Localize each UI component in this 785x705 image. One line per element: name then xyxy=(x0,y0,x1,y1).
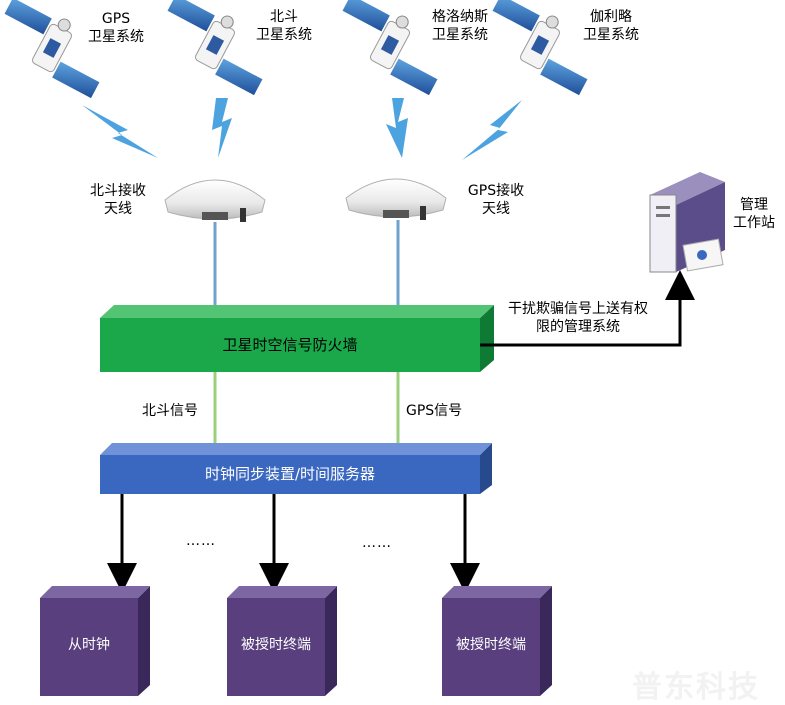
antenna-label-beidou-line1: 北斗接收 xyxy=(90,183,146,199)
watermark-logo: 普东科技 xyxy=(632,670,760,705)
terminal-box-3 xyxy=(442,586,552,696)
signal-label-beidou: 北斗信号 xyxy=(142,403,198,419)
satellite-label-beidou-line1: 北斗 xyxy=(270,9,298,25)
workstation-icon xyxy=(649,172,725,273)
firewall-label: 卫星时空信号防火墙 xyxy=(222,336,358,354)
satellite-label-gps-line2: 卫星系统 xyxy=(88,29,144,45)
signal-label-gps: GPS信号 xyxy=(406,403,463,419)
report-arrow xyxy=(480,270,695,347)
satellite-label-glonass-line2: 卫星系统 xyxy=(432,27,488,43)
report-note-line1: 干扰欺骗信号上送有权 xyxy=(508,301,648,317)
antenna-label-beidou-line2: 天线 xyxy=(104,201,132,217)
antenna-label-gps-line1: GPS接收 xyxy=(467,183,525,199)
terminal-box-1 xyxy=(40,586,150,696)
satellite-label-glonass-line1: 格洛纳斯 xyxy=(432,9,488,25)
ellipsis-1: …… xyxy=(186,533,216,549)
antenna-icon-beidou xyxy=(164,179,266,222)
terminal-label-1: 从时钟 xyxy=(68,637,110,653)
server-box xyxy=(100,443,492,494)
signal-bolt-3 xyxy=(386,98,408,158)
workstation-label-line1: 管理 xyxy=(740,197,768,213)
antenna-label-beidou: 北斗接收 天线 xyxy=(78,182,158,218)
report-note: 干扰欺骗信号上送有权 限的管理系统 xyxy=(488,300,668,336)
satellite-icon-galileo xyxy=(492,0,588,96)
report-note-line2: 限的管理系统 xyxy=(536,319,620,335)
antenna-label-gps-line2: 天线 xyxy=(482,201,510,217)
ellipsis-2: …… xyxy=(362,535,392,551)
satellite-label-beidou-line2: 卫星系统 xyxy=(256,27,312,43)
satellite-label-beidou: 北斗 卫星系统 xyxy=(248,8,320,44)
antenna-label-gps: GPS接收 天线 xyxy=(456,182,536,218)
satellite-label-galileo-line1: 伽利略 xyxy=(590,9,632,25)
signal-bolt-2 xyxy=(212,98,232,158)
terminal-label-3: 被授时终端 xyxy=(456,637,526,653)
workstation-label-line2: 工作站 xyxy=(733,215,775,231)
satellite-label-glonass: 格洛纳斯 卫星系统 xyxy=(424,8,496,44)
firewall-box xyxy=(100,305,494,372)
terminal-box-2 xyxy=(227,586,337,696)
satellite-label-galileo-line2: 卫星系统 xyxy=(583,27,639,43)
antenna-icon-gps xyxy=(345,178,447,220)
signal-bolt-1 xyxy=(82,105,158,158)
signal-bolt-4 xyxy=(462,100,522,160)
server-label: 时钟同步装置/时间服务器 xyxy=(204,465,376,483)
satellite-label-gps: GPS 卫星系统 xyxy=(86,10,146,46)
workstation-label: 管理 工作站 xyxy=(728,196,780,232)
satellite-label-galileo: 伽利略 卫星系统 xyxy=(575,8,647,44)
terminal-label-2: 被授时终端 xyxy=(241,637,311,653)
satellite-label-gps-line1: GPS xyxy=(101,11,131,27)
